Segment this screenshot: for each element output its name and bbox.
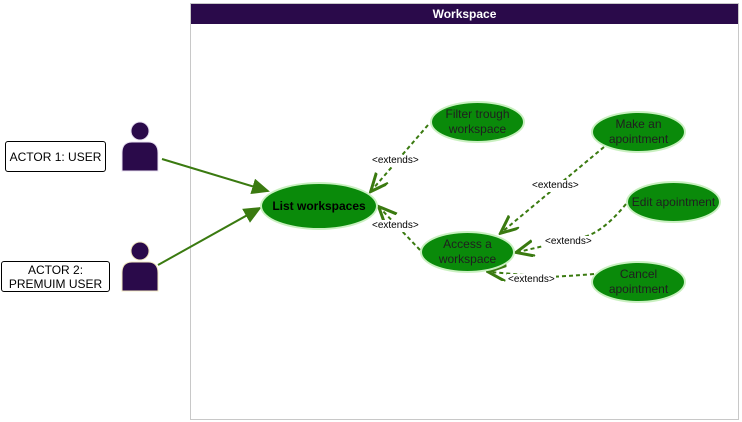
association-actor1-list bbox=[161, 158, 270, 195]
extends-label-make: <extends> bbox=[531, 180, 580, 192]
usecase-edit-apointment[interactable]: Edit apointment bbox=[626, 181, 721, 223]
actor2-label: ACTOR 2: PREMUIM USER bbox=[1, 261, 110, 292]
actor2-label-line1: ACTOR 2: bbox=[27, 262, 84, 277]
usecase-cancel-label-line2: apointment bbox=[608, 282, 669, 296]
usecase-access-label-line2: workspace bbox=[438, 252, 497, 266]
usecase-make-apointment[interactable]: Make an apointment bbox=[591, 111, 686, 153]
usecase-filter-label-line2: workspace bbox=[448, 122, 507, 136]
actor1-label-text: ACTOR 1: USER bbox=[9, 149, 102, 164]
association-actor2-list bbox=[157, 207, 262, 266]
usecase-cancel-label-line1: Cancel bbox=[619, 267, 658, 281]
actor1-person-icon bbox=[121, 121, 159, 172]
actor1-label: ACTOR 1: USER bbox=[5, 141, 106, 172]
usecase-make-label-line1: Make an bbox=[615, 117, 662, 131]
usecase-list-workspaces-label: List workspaces bbox=[272, 198, 366, 213]
actor2-label-line2: PREMUIM USER bbox=[8, 276, 103, 291]
usecase-list-workspaces[interactable]: List workspaces bbox=[260, 182, 378, 230]
usecase-access-label-line1: Access a bbox=[443, 237, 492, 251]
extends-label-access: <extends> bbox=[371, 220, 420, 232]
extends-label-edit: <extends> bbox=[544, 236, 593, 248]
extends-label-filter: <extends> bbox=[371, 155, 420, 167]
usecase-edit-label: Edit apointment bbox=[631, 194, 716, 209]
extends-label-cancel: <extends> bbox=[507, 274, 556, 286]
usecase-make-label-line2: apointment bbox=[608, 132, 669, 146]
usecase-access-workspace[interactable]: Access a workspace bbox=[420, 231, 515, 273]
actor2-person-icon bbox=[121, 241, 159, 292]
system-title: Workspace bbox=[191, 4, 738, 24]
usecase-cancel-apointment[interactable]: Cancel apointment bbox=[591, 261, 686, 303]
usecase-filter-label-line1: Filter trough bbox=[445, 107, 510, 121]
extend-edit-access bbox=[518, 203, 627, 252]
usecase-filter-trough-workspace[interactable]: Filter trough workspace bbox=[430, 101, 525, 143]
